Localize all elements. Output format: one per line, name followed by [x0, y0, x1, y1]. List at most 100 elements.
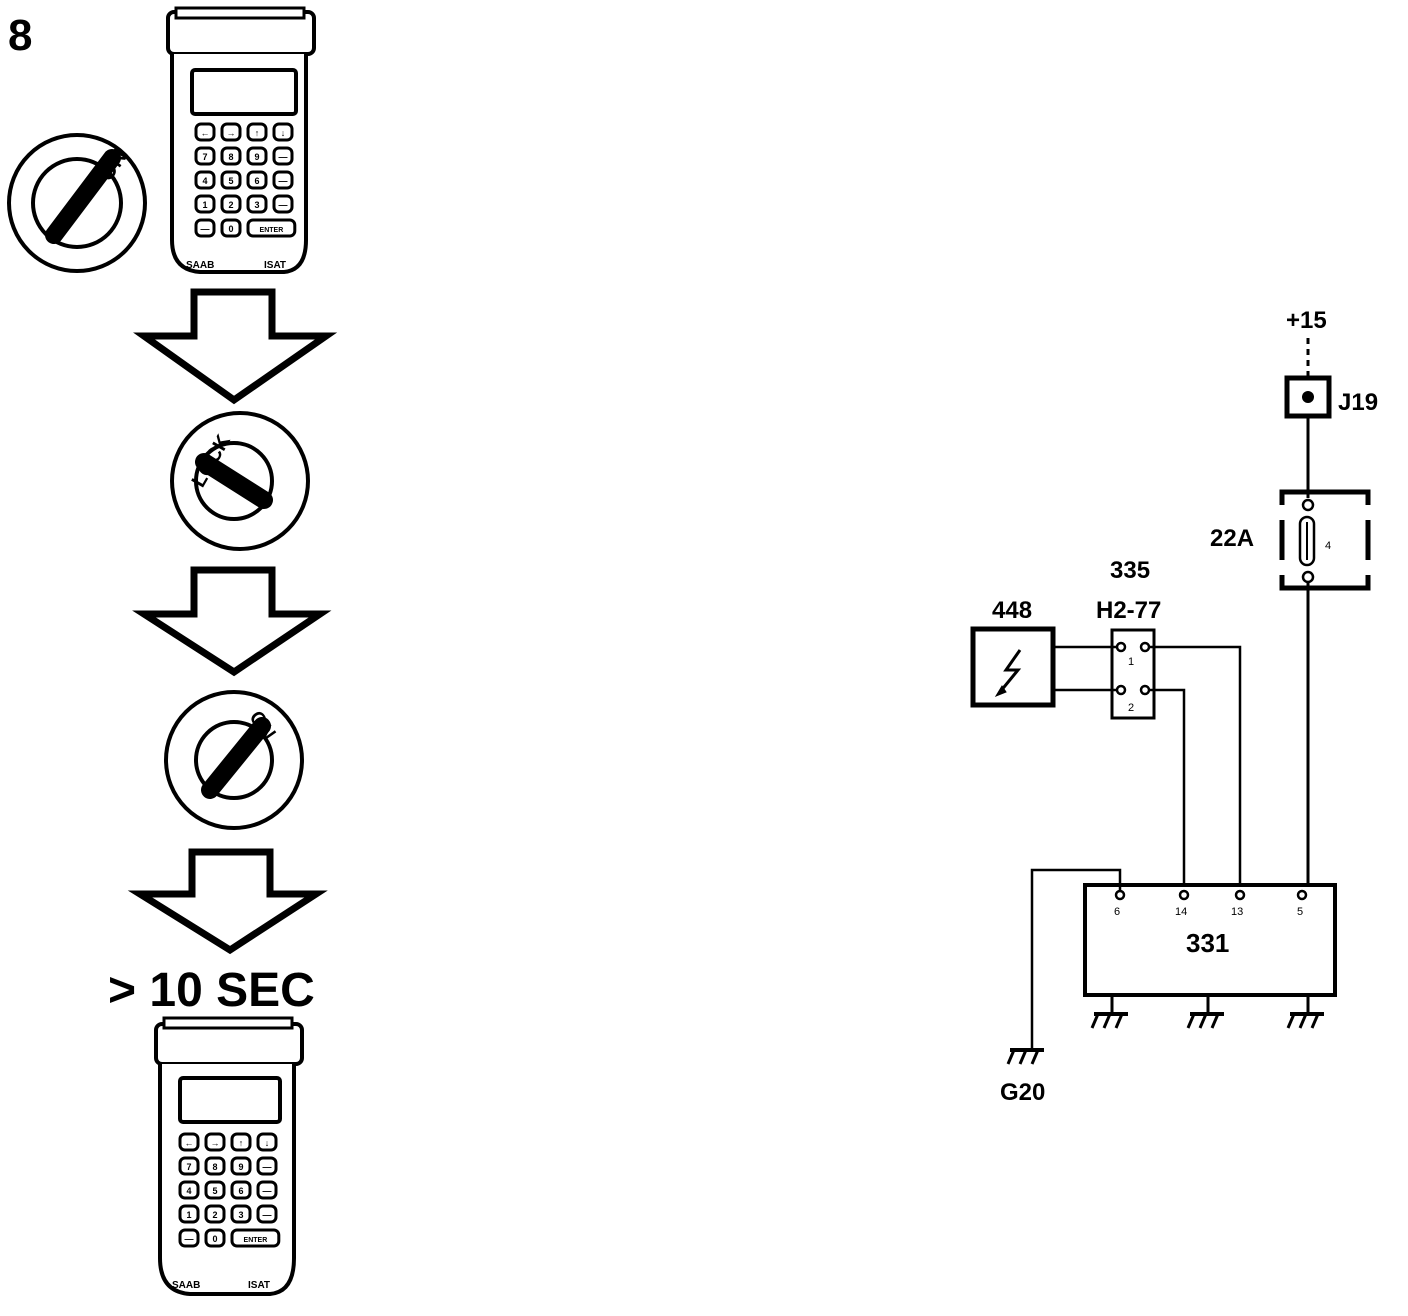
keypad-key-label: 3	[238, 1210, 243, 1220]
keypad-key-label: 5	[228, 176, 233, 186]
ground-label: G20	[1000, 1079, 1045, 1106]
keypad-key	[220, 194, 242, 214]
scan-tool-display	[178, 1076, 282, 1124]
ground-icon	[1090, 995, 1128, 1029]
keypad-key	[178, 1228, 200, 1248]
connector-code-label: H2-77	[1096, 597, 1161, 624]
down-arrow-icon	[127, 848, 328, 955]
keypad-key-label: ↑	[255, 128, 260, 138]
keypad-key	[204, 1204, 226, 1224]
keypad-key	[256, 1156, 278, 1176]
connector-pin-label: 1	[1128, 656, 1134, 668]
keypad-key	[246, 194, 268, 214]
keypad-key	[220, 218, 242, 238]
module-pin-label: 5	[1297, 906, 1303, 918]
down-arrow-icon	[133, 288, 338, 405]
keypad-key	[178, 1180, 200, 1200]
keypad-key-label: —	[263, 1162, 272, 1172]
scan-tool-display	[190, 68, 298, 116]
keypad-key	[272, 194, 294, 214]
module-pin-label: 13	[1231, 906, 1243, 918]
lightning-icon	[994, 649, 1022, 698]
keypad-key-label: 9	[254, 152, 259, 162]
keypad-key-label: 9	[238, 1162, 243, 1172]
keypad-key-label: ↑	[239, 1138, 244, 1148]
keypad-key	[204, 1180, 226, 1200]
keypad-key-label: 1	[186, 1210, 191, 1220]
keypad-key	[230, 1180, 252, 1200]
keypad-key	[272, 170, 294, 190]
ignition-lock-icon: LOCK	[170, 411, 310, 551]
keypad-key-label: —	[279, 176, 288, 186]
keypad-key	[178, 1204, 200, 1224]
keypad-key-label: —	[185, 1234, 194, 1244]
fuse-label: 22A	[1210, 525, 1254, 552]
scan-tool-footer-left: SAAB	[186, 260, 214, 271]
scan-tool-footer-right: ISAT	[264, 260, 286, 271]
module-pin-label: 6	[1114, 906, 1120, 918]
keypad-key-label: 8	[228, 152, 233, 162]
keypad-key-label: →	[227, 128, 236, 138]
keypad-key	[230, 1228, 281, 1248]
keypad-key	[246, 122, 268, 142]
keypad-key	[272, 146, 294, 166]
keypad-key	[230, 1132, 252, 1152]
keypad-key-label: 6	[254, 176, 259, 186]
keypad-key	[204, 1228, 226, 1248]
module-331	[1083, 883, 1337, 997]
step-number: 8	[8, 11, 32, 60]
module-pin-label: 14	[1175, 906, 1187, 918]
keypad-key	[230, 1204, 252, 1224]
keypad-key	[194, 122, 216, 142]
ground-icon	[1286, 995, 1324, 1029]
keypad-key-label: 3	[254, 200, 259, 210]
keypad-key-label: 1	[202, 200, 207, 210]
keypad-key-label: 0	[228, 224, 233, 234]
keypad-key	[246, 146, 268, 166]
keypad-key-label: 2	[228, 200, 233, 210]
keypad-key-label: 7	[186, 1162, 191, 1172]
keypad-key	[194, 194, 216, 214]
keypad-key	[272, 122, 294, 142]
keypad-key-label: —	[263, 1186, 272, 1196]
keypad-key	[246, 170, 268, 190]
fuse-22a	[1279, 489, 1371, 591]
keypad-key	[194, 146, 216, 166]
keypad-key	[246, 218, 297, 238]
fuse-pin-label: 4	[1325, 540, 1331, 552]
wait-duration-label: > 10 SEC	[108, 964, 315, 1017]
keypad-key	[220, 146, 242, 166]
keypad-key-label: ENTER	[244, 1237, 268, 1244]
keypad-key	[256, 1132, 278, 1152]
keypad-key-label: ←	[185, 1138, 194, 1148]
keypad-key-label: —	[279, 152, 288, 162]
junction-label: J19	[1338, 389, 1378, 416]
keypad-key	[256, 1204, 278, 1224]
ground-icon	[1186, 995, 1224, 1029]
keypad-key-label: ENTER	[260, 227, 284, 234]
connector-number-label: 335	[1110, 557, 1150, 584]
sensor-448	[970, 626, 1056, 708]
keypad-key-label: 4	[186, 1186, 191, 1196]
connector-pin-label: 2	[1128, 702, 1134, 714]
circuit	[970, 338, 1371, 1065]
supply-label: +15	[1286, 307, 1327, 334]
junction-dot-icon	[1302, 391, 1314, 403]
keypad-key-label: ←	[201, 128, 210, 138]
keypad-key	[230, 1156, 252, 1176]
ground-icon	[1006, 1048, 1044, 1065]
keypad-key-label: 7	[202, 152, 207, 162]
keypad-key	[194, 218, 216, 238]
keypad-key	[256, 1180, 278, 1200]
keypad-key	[178, 1156, 200, 1176]
keypad-key-label: —	[279, 200, 288, 210]
scan-tool-footer-left: SAAB	[172, 1280, 200, 1291]
keypad-key	[178, 1132, 200, 1152]
keypad-key	[204, 1156, 226, 1176]
module-label: 331	[1186, 928, 1229, 958]
scan-tool-footer-right: ISAT	[248, 1280, 270, 1291]
